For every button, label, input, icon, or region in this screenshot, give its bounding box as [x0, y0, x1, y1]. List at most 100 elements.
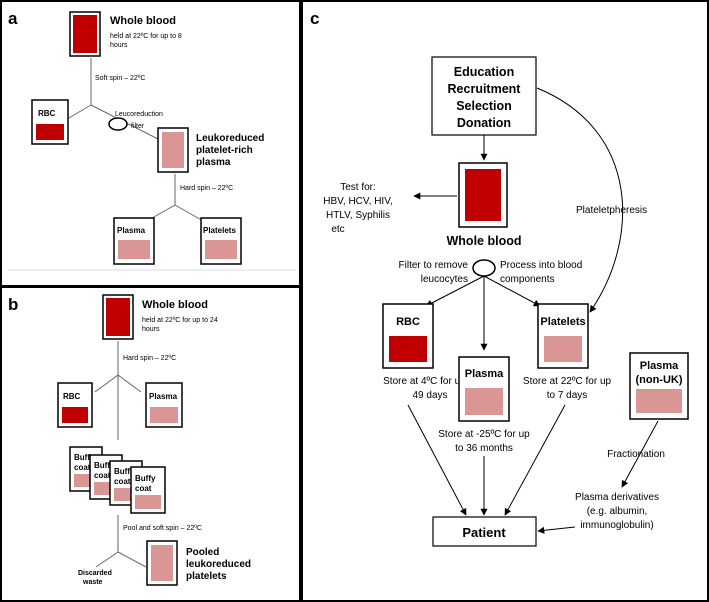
a-leuko-1: Leukoreduced [196, 133, 264, 144]
c-arrow-rbc [425, 275, 485, 307]
c-arrow-plt-patient [504, 404, 566, 516]
c-plasma-nonuk-1: Plasma [640, 360, 679, 372]
c-plasma-fill [465, 388, 503, 415]
buffy-3b-label: coat [114, 477, 131, 486]
b-whole-blood-desc-1: held at 22ºC for up to 24 [142, 317, 218, 324]
b-line-plasma [117, 374, 142, 393]
c-whole-blood: Whole blood [447, 234, 522, 248]
panel-c: c Education Recruitment Selection Donati… [301, 0, 709, 602]
c-arrow-rbc-patient [407, 404, 467, 516]
a-whole-blood-desc-1: held at 22ºC for up to 8 [110, 33, 182, 40]
c-platelets-fill [544, 336, 582, 362]
c-store-rbc-2: 49 days [412, 390, 447, 401]
a-platelets-label: Platelets [203, 226, 236, 235]
a-filter-icon [108, 117, 128, 131]
a-leuco-1: Leucoreduction [115, 111, 163, 118]
c-whole-blood-fill [465, 169, 501, 221]
edu-1: Education [454, 65, 514, 79]
a-plasma-fill [118, 240, 150, 259]
b-whole-blood-title: Whole blood [142, 299, 208, 311]
patient-box [432, 516, 537, 547]
b-pool-spin: Pool and soft spin – 22ºC [123, 525, 202, 532]
c-arrow-deriv-patient [537, 526, 576, 534]
b-plasma-label: Plasma [149, 392, 178, 401]
a-prp-fill [162, 132, 184, 168]
c-fractionation: Fractionation [607, 449, 665, 460]
c-store-plasma-2: to 36 months [455, 443, 513, 454]
c-store-plt-2: to 7 days [547, 390, 588, 401]
a-soft-spin: Soft spin – 22ºC [95, 75, 145, 82]
b-pooled-1: Pooled [186, 547, 219, 558]
a-whole-blood-desc-2: hours [110, 42, 128, 49]
panel-c-label: c [310, 9, 319, 28]
c-filter-1: Filter to remove [399, 260, 469, 271]
c-process-2: components [500, 274, 554, 285]
buffy-4-label: Buffy [135, 474, 156, 483]
a-whole-blood-title: Whole blood [110, 15, 176, 27]
a-rbc-fill [36, 124, 64, 140]
edu-2: Recruitment [448, 82, 522, 96]
b-hard-spin: Hard spin – 22ºC [123, 355, 176, 362]
c-derivatives-2: (e.g. albumin, [587, 506, 648, 517]
c-store-plasma-1: Store at -25ºC for up [438, 429, 530, 440]
c-test-3: HTLV, Syphilis [326, 210, 390, 221]
c-rbc-label: RBC [396, 316, 420, 328]
a-leuko-3: plasma [196, 157, 231, 168]
c-plasma-nonuk-2: (non-UK) [635, 374, 682, 386]
c-plateletpheresis-curve [536, 87, 624, 313]
edu-3: Selection [456, 99, 512, 113]
c-rbc-fill [389, 336, 427, 362]
c-filter-2: leucocytes [421, 274, 468, 285]
a-leuko-2: platelet-rich [196, 145, 253, 156]
edu-4: Donation [457, 116, 511, 130]
b-line-discard [95, 551, 119, 568]
c-store-rbc-1: Store at 4ºC for up to [383, 376, 477, 387]
b-whole-blood-fill [106, 298, 130, 336]
buffy-2b-label: coat [94, 471, 111, 480]
c-process-1: Process into blood [500, 260, 582, 271]
c-arrow-platelets [483, 275, 541, 307]
b-pooled-3: platelets [186, 571, 227, 582]
pooled-platelets-fill [151, 545, 173, 581]
c-plasma-nonuk-fill [636, 389, 682, 413]
b-rbc-fill [62, 407, 88, 423]
b-discarded-2: waste [82, 579, 103, 586]
c-platelets-label: Platelets [540, 316, 585, 328]
c-plasma-label: Plasma [465, 368, 504, 380]
b-pooled-2: leukoreduced [186, 559, 251, 570]
panel-b-label: b [8, 295, 18, 314]
c-filter-icon [472, 259, 496, 277]
b-discarded-1: Discarded [78, 570, 112, 577]
b-rbc-label: RBC [63, 392, 81, 401]
b-whole-blood-desc-2: hours [142, 326, 160, 333]
c-test-2: HBV, HCV, HIV, [323, 196, 392, 207]
buffy-4-fill [135, 495, 161, 509]
education-box [431, 56, 537, 136]
a-leuco-2: filter [131, 123, 145, 130]
buffy-2-label: Buffy [94, 461, 115, 470]
c-derivatives-1: Plasma derivatives [575, 492, 659, 503]
c-derivatives-3: immunoglobulin) [580, 520, 653, 531]
c-arrow-fractionation [621, 420, 659, 488]
c-plateletpheresis: Plateletpheresis [576, 205, 647, 216]
buffy-4b-label: coat [135, 484, 152, 493]
c-store-plt-1: Store at 22ºC for up [523, 376, 612, 387]
buffy-1-label: Buffy [74, 453, 95, 462]
buffy-3-label: Buffy [114, 467, 135, 476]
c-patient: Patient [462, 525, 506, 540]
a-hard-spin: Hard spin – 22ºC [180, 185, 233, 192]
a-line-platelets [174, 204, 206, 223]
b-line-pooled [117, 551, 147, 568]
a-platelets-fill [205, 240, 237, 259]
c-test-4: etc [331, 224, 344, 235]
a-rbc-label: RBC [38, 109, 56, 118]
panel-a: a Whole blood held at 22ºC for up to 8 h… [0, 0, 301, 287]
panel-a-label: a [8, 9, 18, 28]
b-line-rbc [94, 374, 119, 393]
a-plasma-label: Plasma [117, 226, 146, 235]
b-plasma-fill [150, 407, 178, 423]
c-test-1: Test for: [340, 182, 376, 193]
panel-b: b Whole blood held at 22ºC for up to 24 … [0, 286, 301, 602]
whole-blood-fill [73, 15, 97, 53]
